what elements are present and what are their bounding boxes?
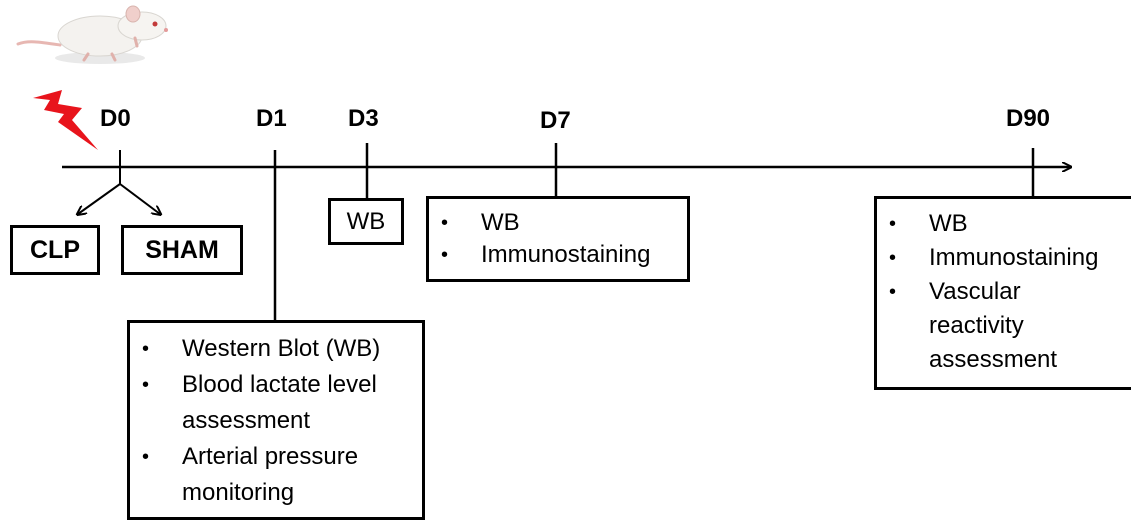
d90-item-vascular: Vascular reactivity assessment (877, 275, 1131, 377)
d7-item-immunostaining: Immunostaining (429, 239, 687, 271)
d3-box-text: WB (346, 207, 386, 235)
d90-item-wb: WB (877, 207, 1131, 241)
timepoint-d3-label: D3 (348, 105, 379, 132)
d1-item-blood-lactate: Blood lactate level assessment (130, 367, 422, 439)
lightning-bolt-icon (33, 90, 98, 150)
clp-group-box: CLP (10, 225, 100, 275)
clp-label: CLP (30, 235, 80, 264)
d1-item-western-blot: Western Blot (WB) (130, 331, 422, 367)
d90-box: WB Immunostaining Vascular reactivity as… (874, 196, 1131, 390)
timepoint-d0-label: D0 (100, 105, 131, 132)
timepoint-d7-label: D7 (540, 107, 571, 134)
d90-item-immunostaining: Immunostaining (877, 241, 1131, 275)
d3-box: WB (328, 198, 404, 245)
timepoint-d1-label: D1 (256, 105, 287, 132)
timepoint-d90-label: D90 (1006, 105, 1051, 132)
d7-list: WB Immunostaining (429, 207, 687, 271)
rat-icon (16, 5, 168, 64)
d1-item-arterial-pressure: Arterial pressure monitoring (130, 439, 422, 511)
sham-label: SHAM (145, 235, 219, 264)
d90-list: WB Immunostaining Vascular reactivity as… (877, 207, 1131, 377)
d7-box: WB Immunostaining (426, 196, 690, 282)
d1-list: Western Blot (WB) Blood lactate level as… (130, 331, 422, 511)
sham-group-box: SHAM (121, 225, 243, 275)
d7-item-wb: WB (429, 207, 687, 239)
timeline-diagram (16, 5, 1131, 322)
d1-box: Western Blot (WB) Blood lactate level as… (127, 320, 425, 520)
d0-connector (78, 150, 160, 214)
